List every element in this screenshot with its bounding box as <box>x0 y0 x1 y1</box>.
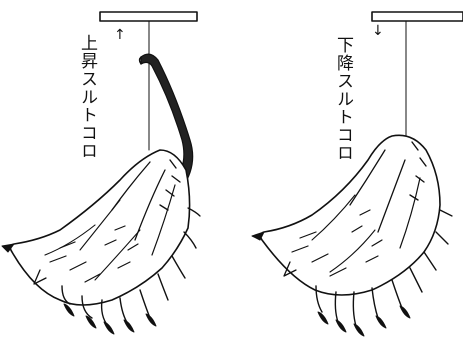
right-panel-label: 下降スルトコロ <box>334 36 351 162</box>
left-panel-drawing <box>2 12 200 334</box>
left-panel-label: 上昇スルトコロ <box>78 34 95 160</box>
right-panel-drawing <box>252 12 463 336</box>
down-arrow-icon: ↓ <box>372 24 384 38</box>
right-bar <box>372 12 463 21</box>
up-arrow-icon: ↑ <box>114 28 126 42</box>
left-bar <box>100 12 197 21</box>
